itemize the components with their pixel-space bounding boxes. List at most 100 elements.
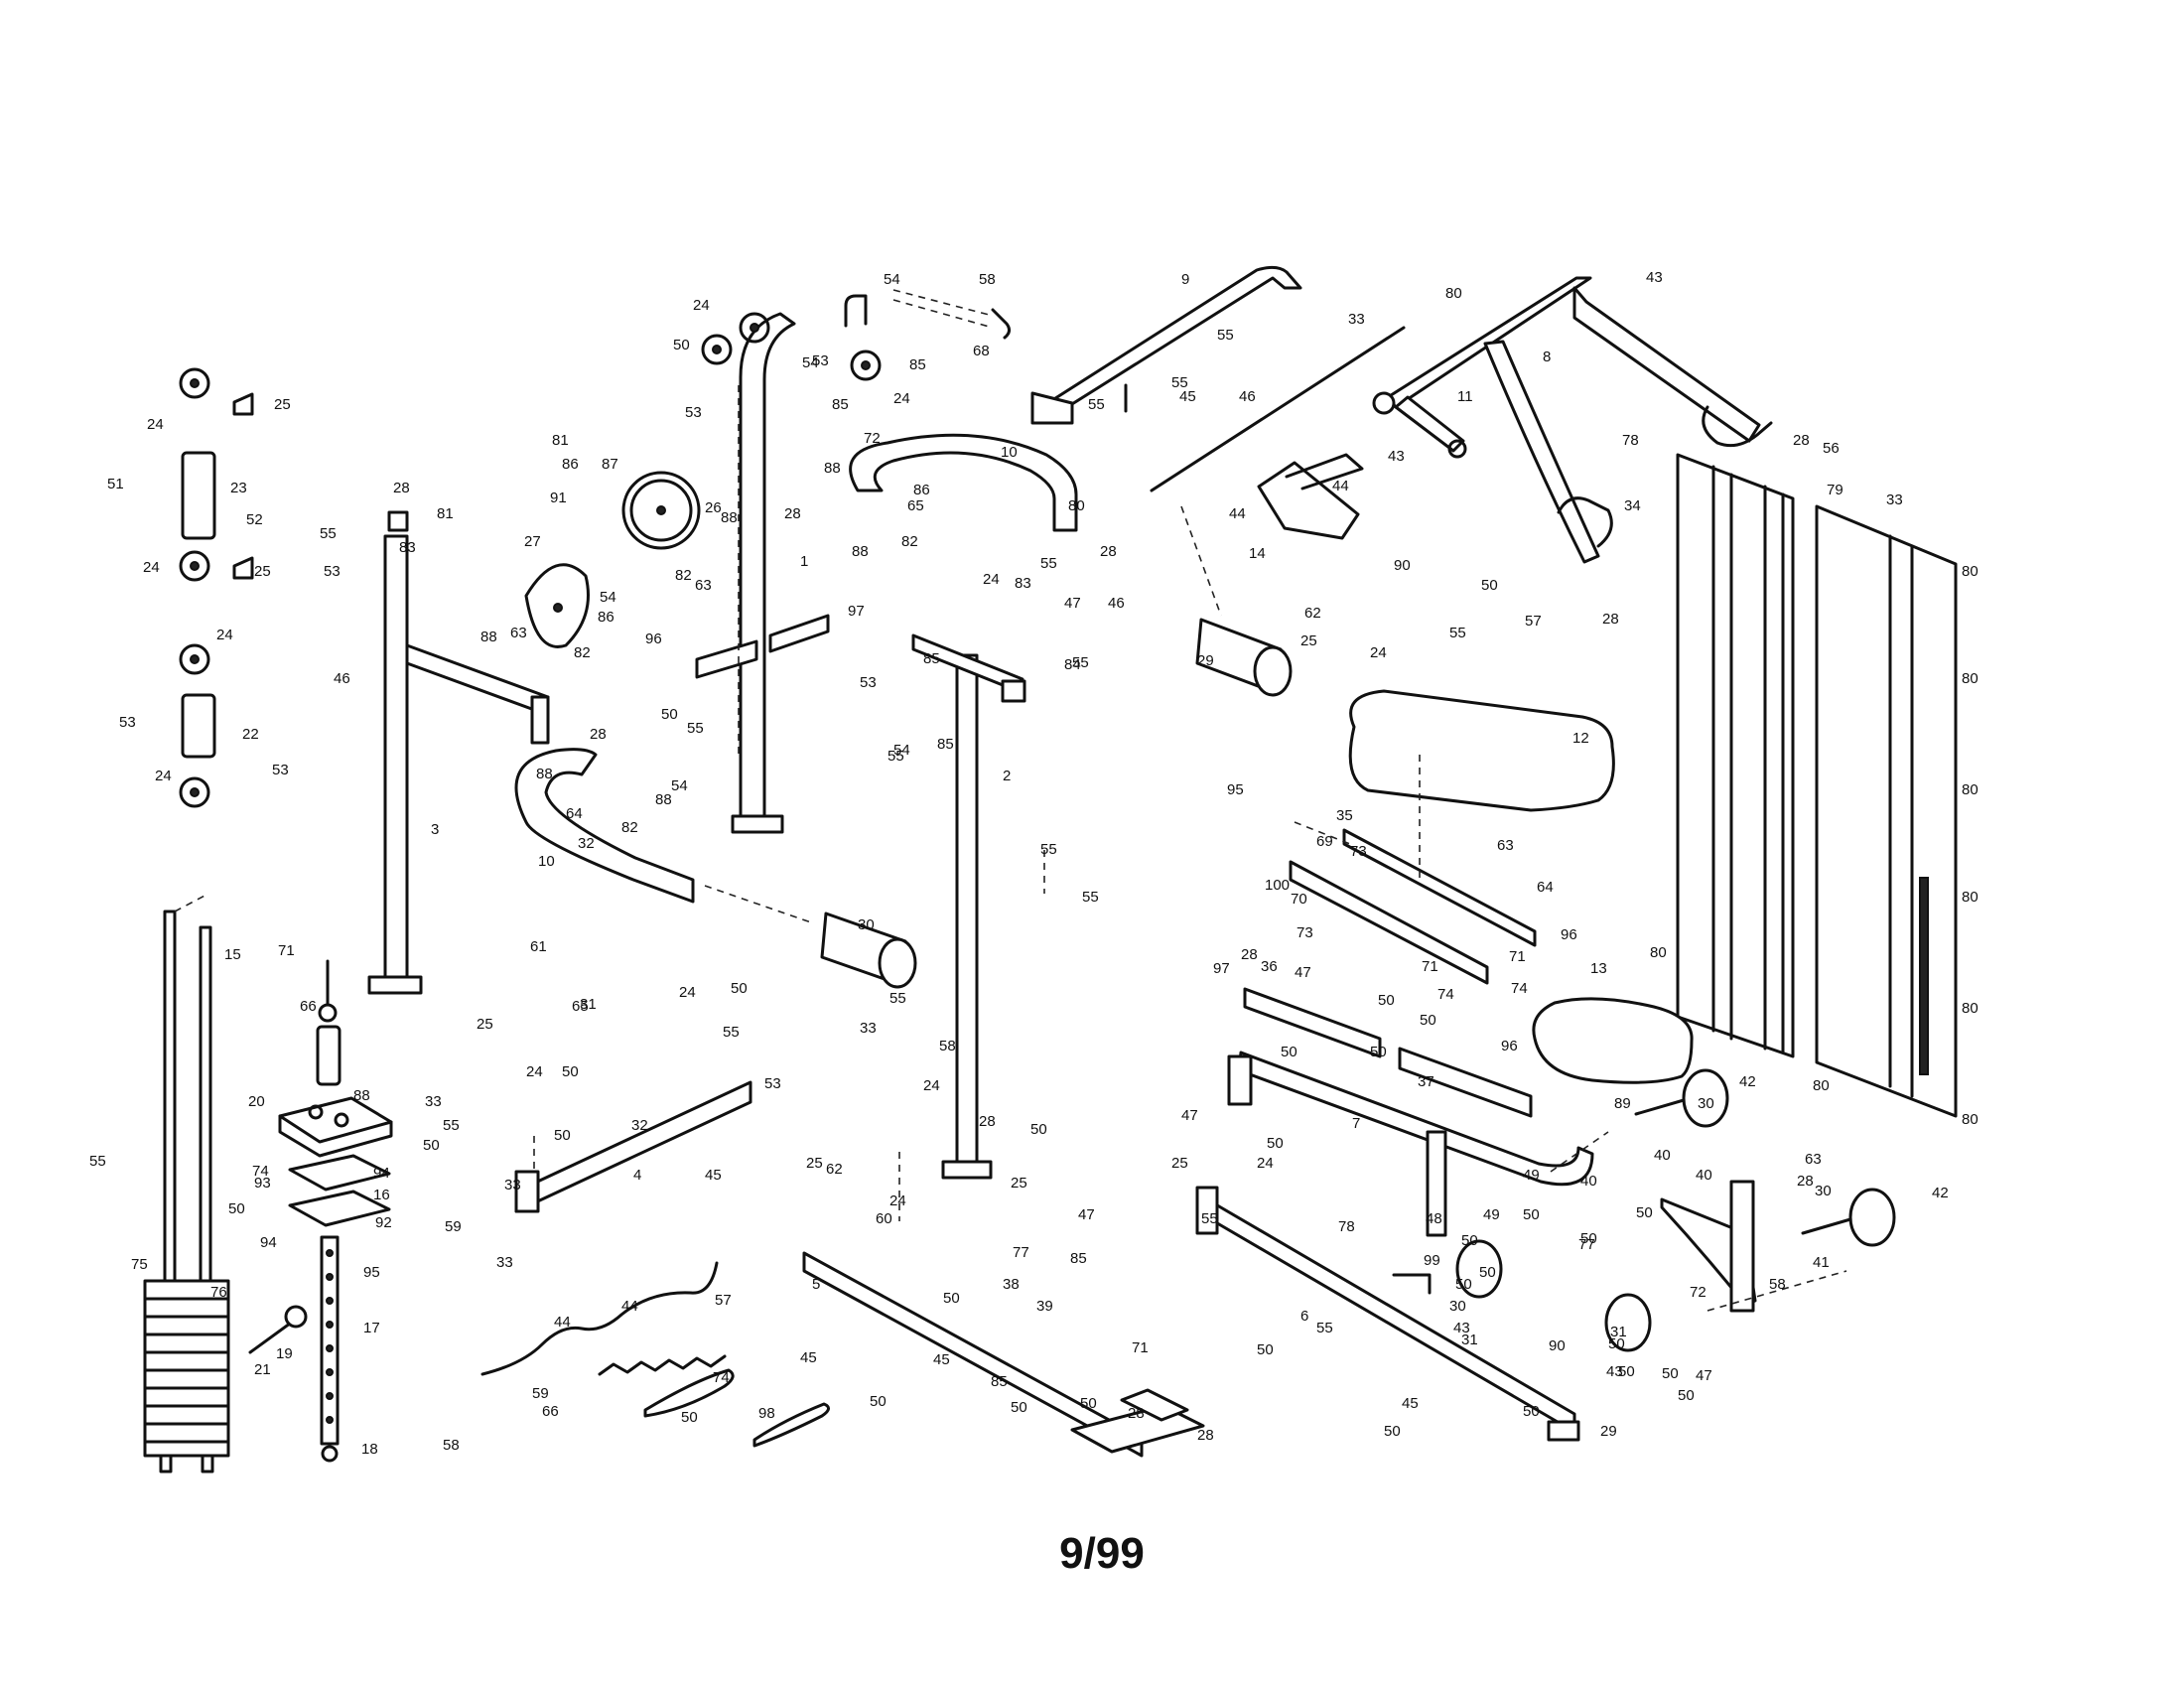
callout: 34 bbox=[1624, 497, 1641, 514]
callout: 21 bbox=[254, 1361, 271, 1378]
shroud-35 bbox=[1815, 504, 1958, 1118]
seat-frame-7 bbox=[1227, 1051, 1594, 1237]
callout: 79 bbox=[1827, 482, 1843, 498]
callout: 19 bbox=[276, 1345, 293, 1362]
callout: 50 bbox=[870, 1393, 887, 1410]
callout: 33 bbox=[1348, 311, 1365, 328]
arm-10-lower bbox=[514, 748, 695, 904]
foam-rollers-30 bbox=[1455, 1068, 1896, 1352]
callout: 9 bbox=[1181, 271, 1189, 288]
callout: 88 bbox=[824, 460, 841, 477]
callout: 2 bbox=[1003, 768, 1011, 784]
callout: 85 bbox=[937, 736, 954, 753]
upright-frame-3 bbox=[367, 510, 550, 995]
callout: 28 bbox=[1197, 1427, 1214, 1444]
callout: 28 bbox=[1793, 432, 1810, 449]
leg-lever-41 bbox=[1660, 1180, 1757, 1313]
callout: 50 bbox=[1618, 1363, 1635, 1380]
callout: 55 bbox=[320, 525, 337, 542]
callout: 82 bbox=[901, 533, 918, 550]
callout: 47 bbox=[1181, 1107, 1198, 1124]
callout: 72 bbox=[864, 430, 881, 447]
callout: 55 bbox=[887, 748, 904, 765]
curl-bar-61 bbox=[480, 1261, 719, 1376]
callout: 35 bbox=[1336, 807, 1353, 824]
callout: 33 bbox=[1886, 491, 1903, 508]
callout: 51 bbox=[107, 476, 124, 492]
callout: 82 bbox=[574, 644, 591, 661]
callout: 65 bbox=[907, 497, 924, 514]
callout: 55 bbox=[1171, 374, 1188, 391]
ankle-strap-75 bbox=[643, 1368, 735, 1418]
callout: 40 bbox=[1654, 1147, 1671, 1164]
callout: 30 bbox=[1815, 1183, 1832, 1199]
spacer-89-cable-end-72 bbox=[316, 959, 341, 1086]
callout: 55 bbox=[687, 720, 704, 737]
callout: 88 bbox=[655, 791, 672, 808]
callout: 85 bbox=[991, 1373, 1008, 1390]
cam-plate-27 bbox=[524, 563, 590, 648]
callout: 43 bbox=[1646, 269, 1663, 286]
callout: 82 bbox=[621, 819, 638, 836]
callout: 53 bbox=[685, 404, 702, 421]
callout: 30 bbox=[1449, 1298, 1466, 1315]
callout: 47 bbox=[1295, 964, 1311, 981]
callout: 24 bbox=[147, 416, 164, 433]
pulley-bracket-22-assembly bbox=[179, 643, 216, 808]
callout: 80 bbox=[1068, 497, 1085, 514]
callout: 28 bbox=[784, 505, 801, 522]
callout: 17 bbox=[363, 1320, 380, 1336]
callout: 97 bbox=[1213, 960, 1230, 977]
seat-rail-37 bbox=[1342, 828, 1537, 947]
callout: 88 bbox=[721, 509, 738, 526]
callout: 74 bbox=[252, 1163, 269, 1180]
callout: 58 bbox=[939, 1038, 956, 1054]
callout: 57 bbox=[1525, 613, 1542, 630]
pulley-bracket-23-assembly bbox=[179, 367, 254, 582]
callout: 55 bbox=[1088, 396, 1105, 413]
callout: 25 bbox=[1171, 1155, 1188, 1172]
callout: 61 bbox=[530, 938, 547, 955]
shroud-36 bbox=[1676, 453, 1795, 1058]
callout: 50 bbox=[228, 1200, 245, 1217]
callout: 40 bbox=[1580, 1173, 1597, 1190]
callout: 44 bbox=[1332, 478, 1349, 494]
callout: 66 bbox=[542, 1403, 559, 1420]
callout: 20 bbox=[248, 1093, 265, 1110]
callout: 42 bbox=[1739, 1073, 1756, 1090]
callout: 50 bbox=[423, 1137, 440, 1154]
callout: 76 bbox=[210, 1284, 227, 1301]
callout: 95 bbox=[363, 1264, 380, 1281]
callout: 58 bbox=[443, 1437, 460, 1454]
leader-lines bbox=[174, 289, 1847, 1312]
callout: 50 bbox=[1281, 1044, 1297, 1060]
callout: 50 bbox=[1267, 1135, 1284, 1152]
callout: 54 bbox=[671, 777, 688, 794]
callout: 13 bbox=[1590, 960, 1607, 977]
callout: 14 bbox=[1249, 545, 1266, 562]
callout: 29 bbox=[1600, 1423, 1617, 1440]
callout: 88 bbox=[480, 629, 497, 645]
callout: 50 bbox=[1636, 1204, 1653, 1221]
callout: 55 bbox=[1040, 555, 1057, 572]
callout: 54 bbox=[802, 354, 819, 371]
callout: 50 bbox=[1678, 1387, 1695, 1404]
callout: 80 bbox=[1445, 285, 1462, 302]
pivot-bracket-14 bbox=[1257, 453, 1364, 540]
callout: 50 bbox=[1370, 1044, 1387, 1060]
callout: 77 bbox=[1013, 1244, 1029, 1261]
callout: 49 bbox=[1483, 1206, 1500, 1223]
callout: 49 bbox=[1523, 1167, 1540, 1184]
callout: 55 bbox=[723, 1024, 740, 1041]
bushings-16-93 bbox=[288, 1154, 391, 1227]
callout: 50 bbox=[1608, 1335, 1625, 1352]
callout-labels: 1 2 3 4 5 6 7 8 9 10 10 11 12 13 14 15 1… bbox=[89, 269, 1979, 1458]
callout: 93 bbox=[254, 1175, 271, 1192]
callout: 36 bbox=[1261, 958, 1278, 975]
callout: 87 bbox=[602, 456, 618, 473]
callout: 24 bbox=[1370, 644, 1387, 661]
swivel-bracket-70 bbox=[844, 294, 1012, 340]
callout: 28 bbox=[1797, 1173, 1814, 1190]
callout: 80 bbox=[1962, 670, 1979, 687]
